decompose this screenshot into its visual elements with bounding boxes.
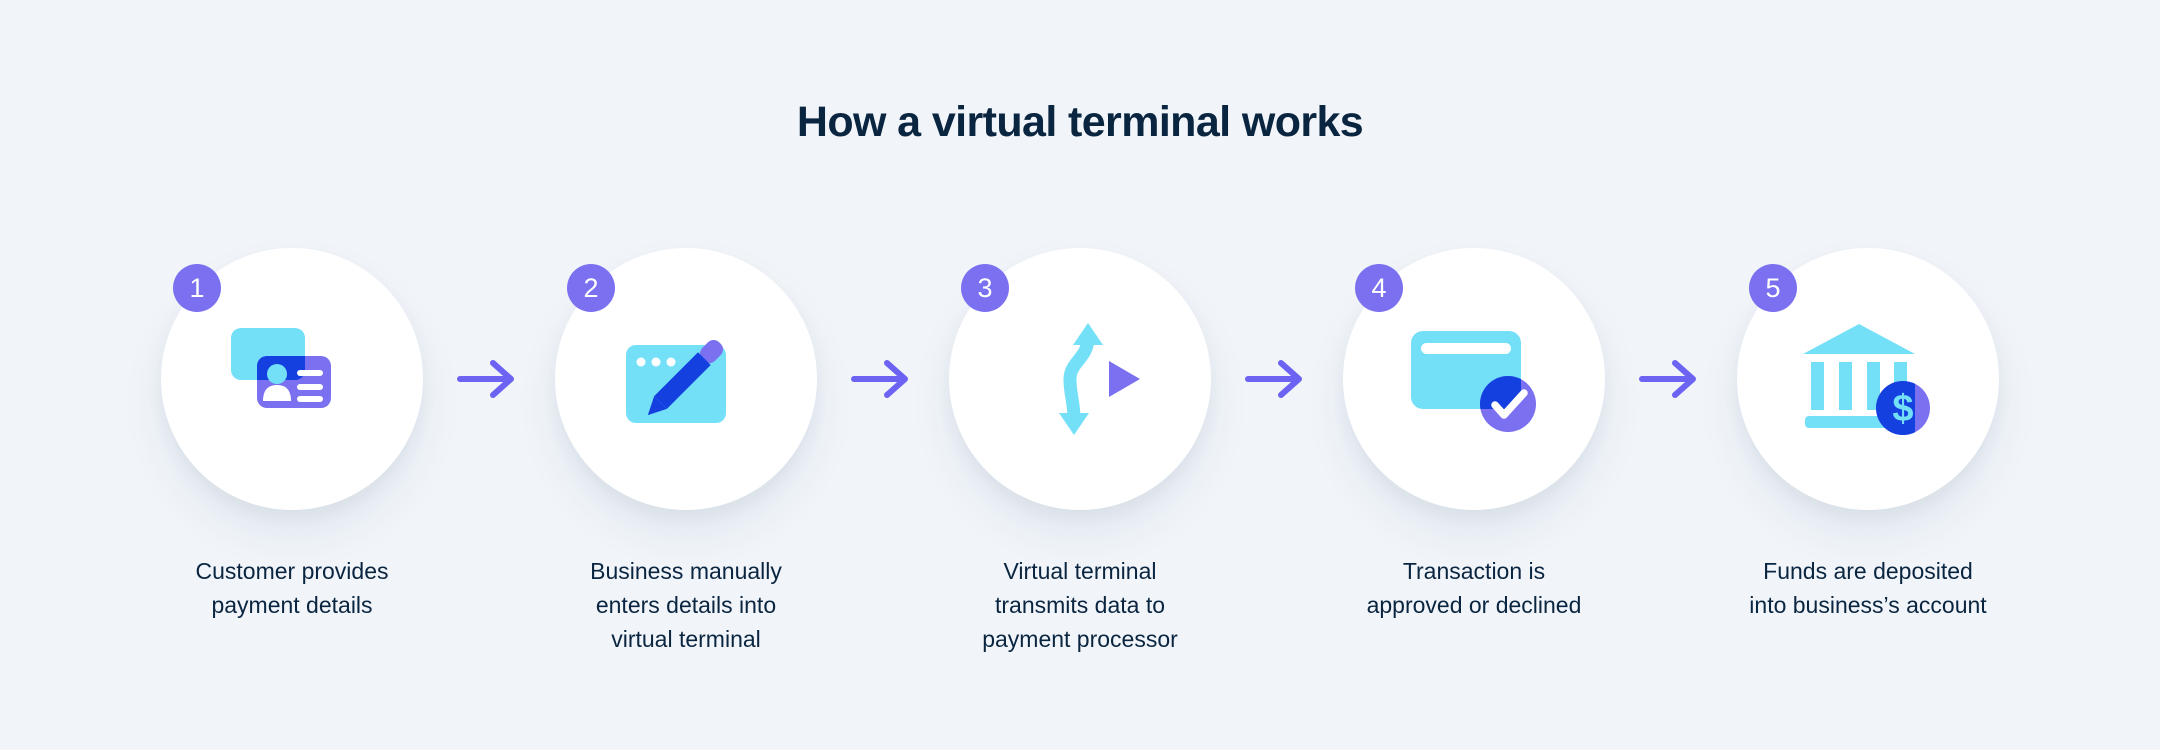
step-customer-provides-details: 1 Customer provides payment details	[127, 248, 457, 622]
step-circle: 1	[161, 248, 423, 510]
dollar-sign: $	[1892, 388, 1913, 430]
connector	[1639, 248, 1703, 510]
step-number-badge: 5	[1749, 264, 1797, 312]
step-circle: 4	[1343, 248, 1605, 510]
page-title: How a virtual terminal works	[796, 98, 1364, 146]
step-number-badge: 2	[567, 264, 615, 312]
step-transaction-approved: 4 Transaction is approved or declined	[1309, 248, 1639, 622]
connector	[851, 248, 915, 510]
route-arrows-icon	[1023, 323, 1140, 435]
connector	[1245, 248, 1309, 510]
id-card-icon	[231, 328, 331, 408]
process-flow: 1 Customer provides payment details	[0, 248, 2160, 656]
card-approved-icon	[1411, 331, 1536, 432]
step-funds-deposited: 5 $ Funds are deposited into business’s …	[1703, 248, 2033, 622]
bank-deposit-icon: $	[1803, 324, 1930, 435]
step-label: Business manually enters details into vi…	[590, 558, 782, 652]
right-arrow-icon	[1639, 360, 1696, 398]
step-label: Funds are deposited into business’s acco…	[1749, 558, 1987, 618]
step-number-badge: 3	[961, 264, 1009, 312]
right-arrow-icon	[851, 360, 908, 398]
step-circle: 5 $	[1737, 248, 1999, 510]
step-business-enters-details: 2 Business manually enters details into …	[521, 248, 851, 656]
step-number-badge: 1	[173, 264, 221, 312]
step-label: Virtual terminal transmits data to payme…	[982, 558, 1178, 652]
step-terminal-transmits-data: 3 Virtual terminal tr	[915, 248, 1245, 656]
browser-pencil-icon	[626, 340, 726, 423]
right-arrow-icon	[457, 360, 514, 398]
step-number-badge: 4	[1355, 264, 1403, 312]
step-circle: 2	[555, 248, 817, 510]
step-label: Transaction is approved or declined	[1366, 558, 1582, 618]
step-circle: 3	[949, 248, 1211, 510]
connector	[457, 248, 521, 510]
right-arrow-icon	[1245, 360, 1302, 398]
step-label: Customer provides payment details	[195, 558, 389, 618]
